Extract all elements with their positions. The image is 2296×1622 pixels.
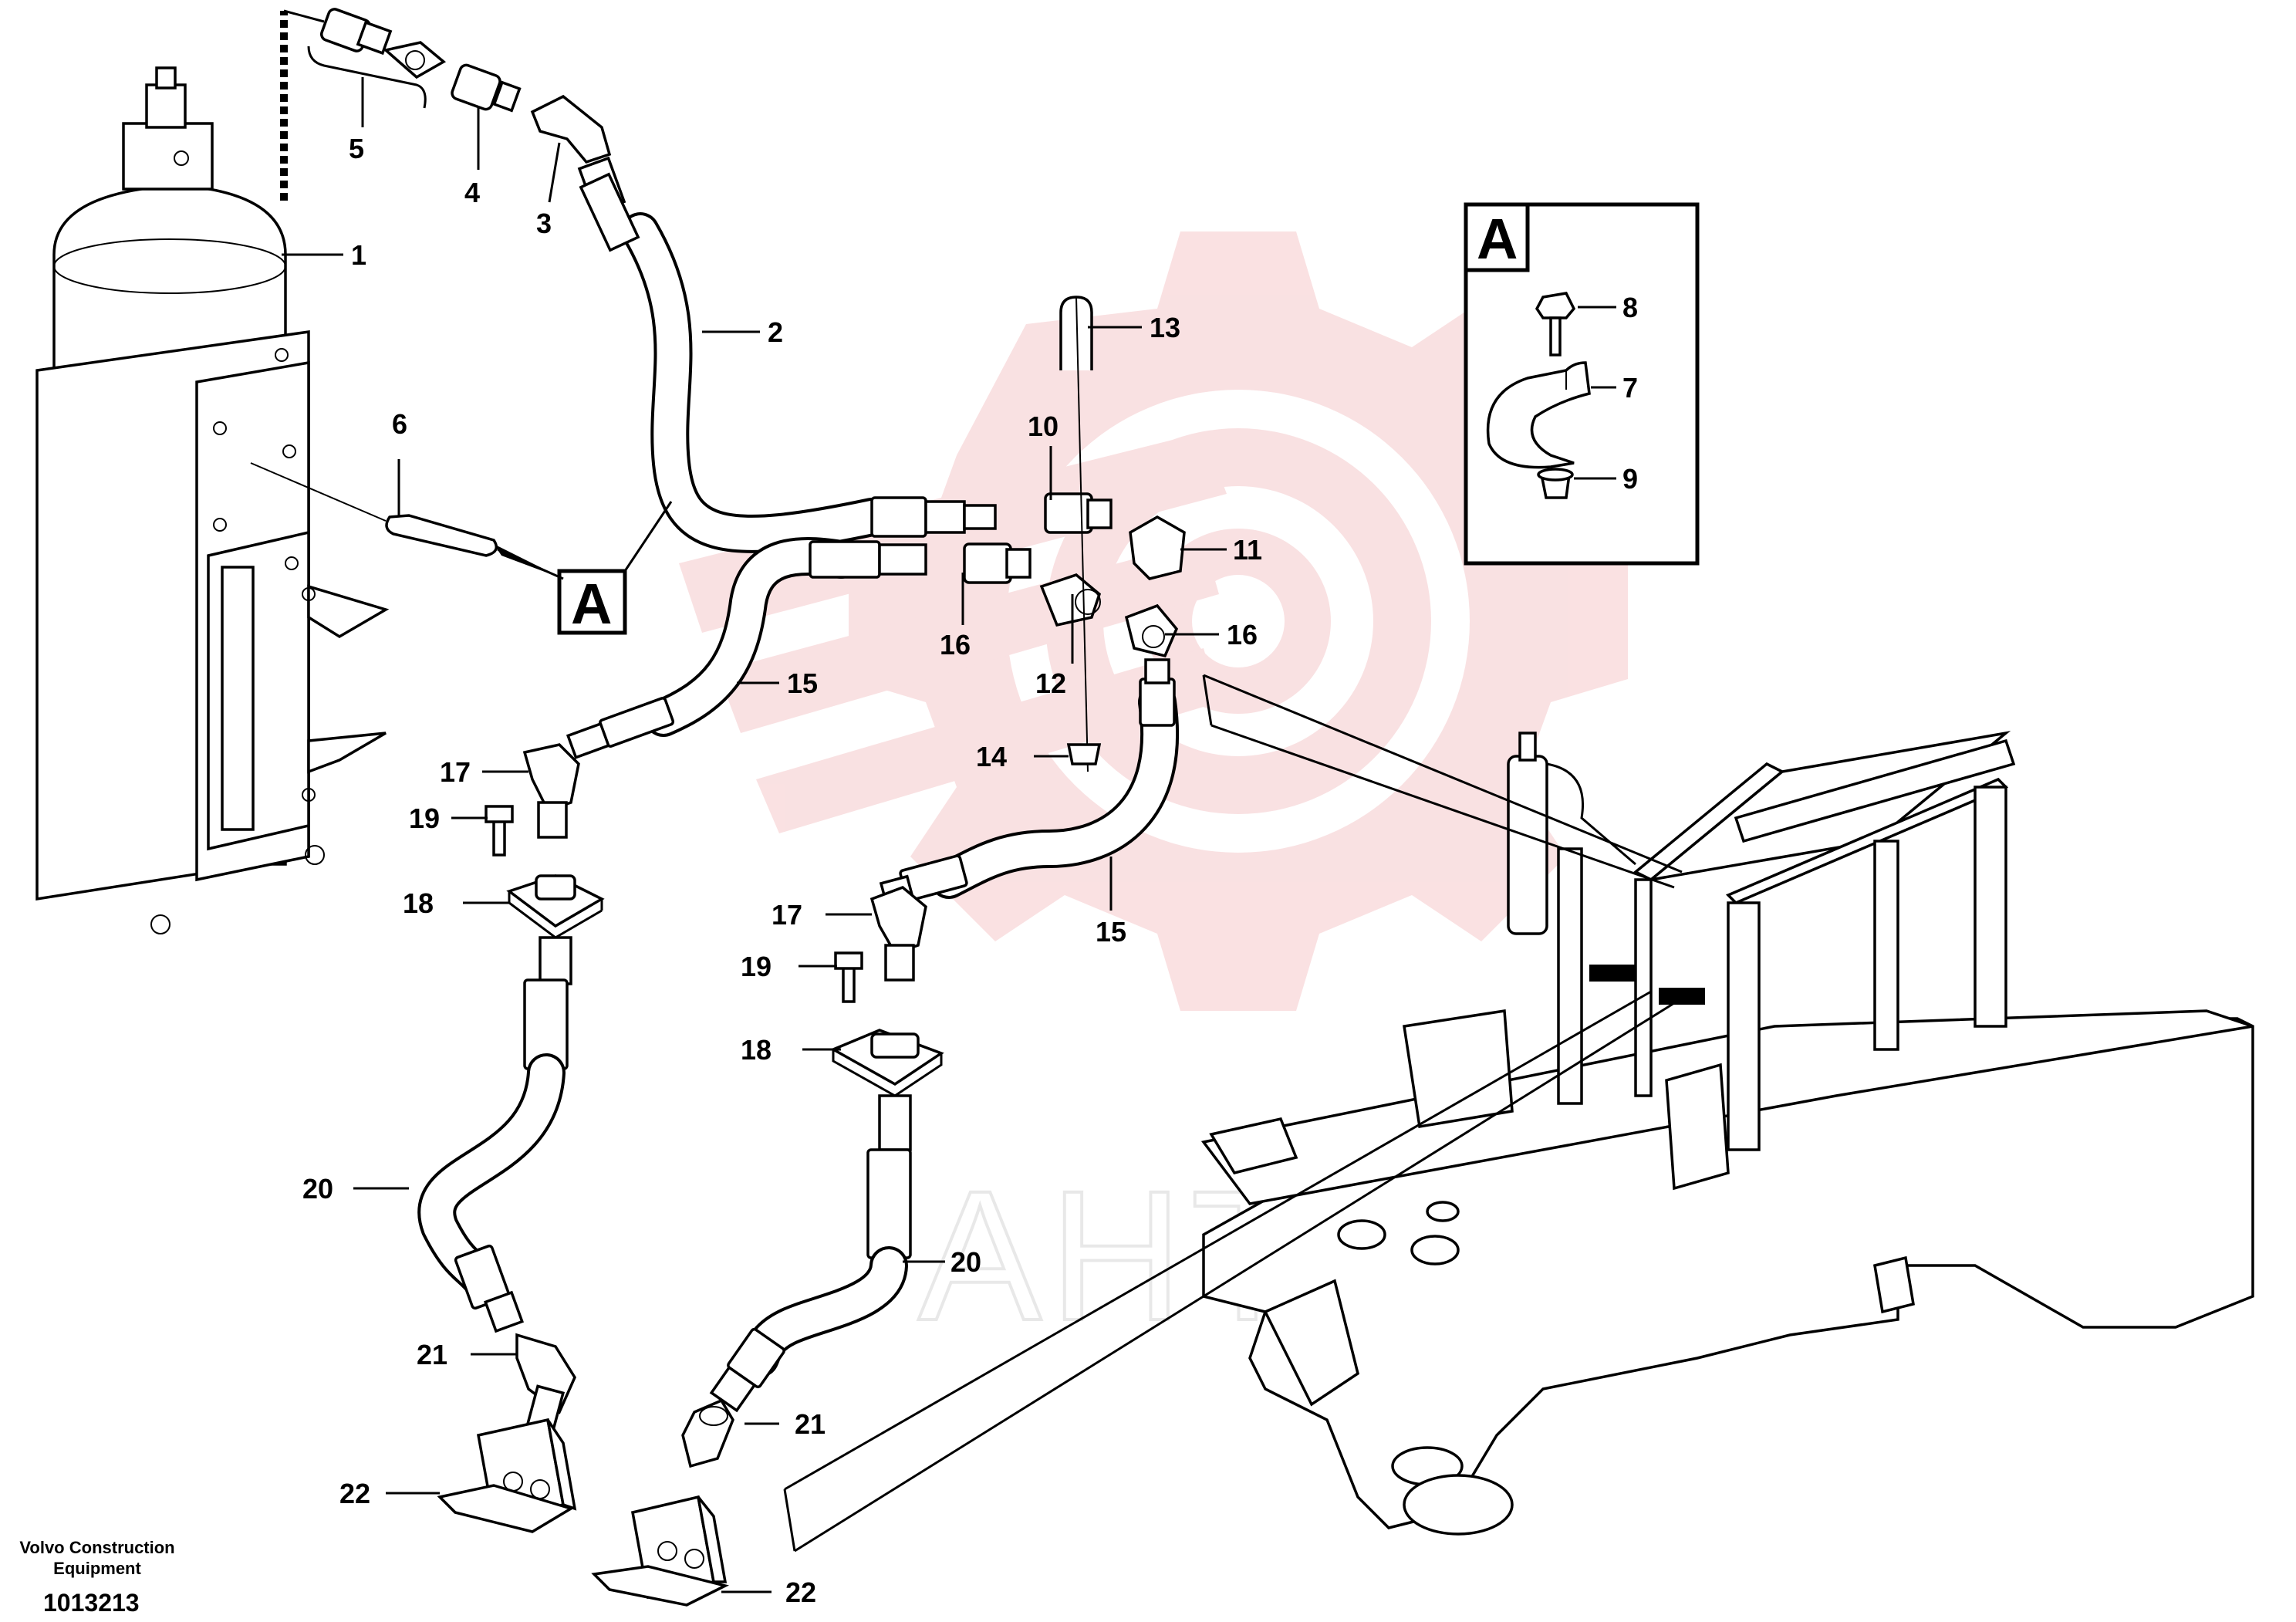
tee-fittings-cluster	[963, 492, 1186, 658]
callout-18-center: 18	[741, 1034, 772, 1066]
callout-19-left: 19	[409, 803, 440, 834]
callout-20-left: 20	[302, 1173, 333, 1205]
callout-11: 11	[1233, 534, 1262, 566]
callout-22-center: 22	[785, 1576, 816, 1608]
manifold-block-center	[591, 1495, 730, 1607]
callout-20-center: 20	[950, 1246, 981, 1278]
caption-line-2: Equipment	[53, 1559, 141, 1578]
callout-2: 2	[768, 316, 783, 348]
callout-16-left: 16	[940, 629, 971, 661]
strap-6	[250, 459, 498, 557]
callout-21-center: 21	[795, 1408, 826, 1440]
hose-2-ends	[579, 172, 997, 538]
callout-17-center: 17	[772, 899, 802, 931]
callout-15-lower: 15	[1096, 916, 1126, 948]
callout-3: 3	[536, 208, 552, 239]
callout-15-upper: 15	[787, 667, 818, 699]
callout-14: 14	[976, 741, 1007, 772]
callout-10: 10	[1028, 411, 1059, 442]
callout-22-left: 22	[339, 1478, 370, 1509]
callout-8: 8	[1622, 292, 1638, 323]
callout-5: 5	[349, 133, 364, 164]
leader-lines	[282, 253, 1616, 1593]
callout-19-center: 19	[741, 951, 772, 982]
detail-view-label: A	[1477, 207, 1518, 271]
detail-reference-box: A	[494, 501, 673, 636]
zoom-indicator-lines	[783, 674, 1683, 1553]
callout-17-left: 17	[440, 756, 471, 788]
callout-numbers: 1 2 3 4 5 6 7 8 9 10 11 12 13 14 15 15 1…	[302, 133, 1638, 1608]
drawing-number: 1013213	[43, 1589, 140, 1617]
hose-20-center-end	[681, 1327, 785, 1468]
hose-15-left-ends	[566, 540, 927, 759]
callout-12: 12	[1035, 667, 1066, 699]
callout-18-left: 18	[403, 887, 434, 919]
callout-4: 4	[464, 177, 480, 208]
callout-1: 1	[351, 239, 366, 271]
callout-6: 6	[392, 408, 407, 440]
callout-21-left: 21	[417, 1339, 447, 1370]
center-lower-assembly	[830, 886, 944, 1259]
callout-13: 13	[1150, 312, 1180, 343]
manifold-block-left	[437, 1418, 577, 1533]
hose-20-left-end	[454, 1244, 576, 1432]
left-lower-assembly	[485, 743, 605, 1070]
footer-caption: Volvo Construction Equipment 1013213	[19, 1538, 174, 1617]
callout-7: 7	[1622, 372, 1638, 404]
nut-14	[1066, 743, 1102, 765]
callout-16-right: 16	[1227, 619, 1258, 650]
detail-reference-label: A	[571, 572, 612, 636]
caption-line-1: Volvo Construction	[19, 1538, 174, 1557]
detail-view-a: A	[1464, 202, 1700, 566]
mounting-bracket	[35, 329, 390, 934]
callout-9: 9	[1622, 463, 1638, 495]
machine-frame	[1200, 731, 2254, 1536]
